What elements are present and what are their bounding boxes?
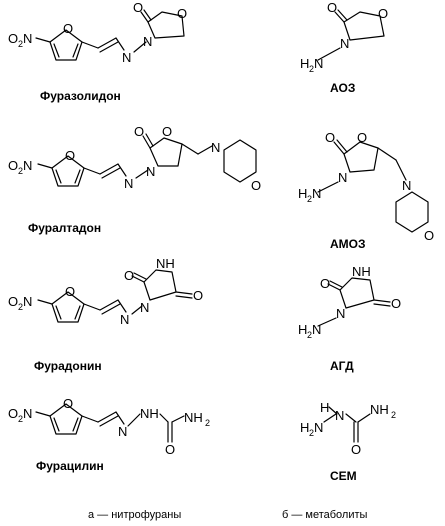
aoz-n: N (340, 36, 349, 51)
imine-n: N (120, 312, 129, 327)
o2n-sub: 2 (18, 414, 23, 424)
carbonyl-o: O (124, 268, 134, 283)
amoz-carbonyl-o: O (325, 130, 335, 145)
aoz-carbonyl-o: O (327, 0, 337, 15)
imine-n: N (122, 50, 131, 65)
o2n-sub: 2 (18, 166, 23, 176)
imine-n: N (124, 176, 133, 191)
sem-n-amino: N (314, 420, 323, 435)
amoz-morpholine-o: O (424, 228, 434, 243)
amoz-n-amino: N (312, 186, 321, 201)
agd-n-amino: N (312, 322, 321, 337)
furadonin-label: Фурадонин (34, 359, 102, 373)
sem-nh: NH (370, 402, 389, 417)
furadonin-structure: O 2 N O N N O NH O Фурадонин (8, 256, 203, 373)
aoz-structure: O O N H 2 N АОЗ (300, 0, 388, 95)
o2n-sub: 2 (18, 302, 23, 312)
amoz-structure: O O N H 2 N N O АМОЗ (298, 130, 434, 251)
sem-h2-sub: 2 (309, 428, 314, 438)
amoz-n: N (338, 170, 347, 185)
amoz-h2-sub: 2 (307, 194, 312, 204)
caption-metabolites: б — метаболиты (282, 509, 368, 521)
aoz-h: H (300, 56, 309, 71)
caption-nitrofurans: а — нитрофураны (88, 509, 181, 521)
amoz-morpholine-n: N (402, 178, 411, 193)
urea-nh2-sub: 2 (205, 418, 210, 428)
sem-nh2-sub: 2 (391, 410, 396, 420)
agd-label: АГД (330, 359, 354, 373)
o2n-o: O (8, 31, 18, 46)
furazolidone-label: Фуразолидон (40, 89, 121, 103)
furazolidone-structure: O 2 N O N N O O Фуразолидон (8, 0, 187, 103)
agd-structure: O NH O N H 2 N АГД (298, 264, 401, 373)
nitro-group: O 2 N (8, 31, 32, 49)
ring-o: O (162, 124, 172, 139)
o2n-n: N (23, 406, 32, 421)
furan-o: O (65, 148, 75, 163)
carbonyl-o: O (134, 124, 144, 139)
o2n-n: N (23, 31, 32, 46)
carbonyl-o: O (133, 0, 143, 15)
furan-o: O (65, 284, 75, 299)
amoz-h: H (298, 186, 307, 201)
o2n-sub: 2 (18, 39, 23, 49)
furacilin-structure: O 2 N O N NH O NH 2 Фурацилин (8, 396, 210, 473)
ring-n: N (140, 300, 149, 315)
urea-o: O (165, 442, 175, 457)
imide-nh: NH (156, 256, 175, 271)
ring-n: N (146, 164, 155, 179)
morpholine-o: O (251, 178, 261, 193)
agd-carbonyl-o: O (320, 276, 330, 291)
ketone-o: O (193, 288, 203, 303)
urea-nh: NH (184, 410, 203, 425)
furan-o: O (63, 396, 73, 411)
agd-ketone-o: O (391, 296, 401, 311)
sem-h2: H (300, 420, 309, 435)
sem-h: H (320, 400, 329, 415)
furan-o: O (63, 21, 73, 36)
agd-n: N (336, 306, 345, 321)
amoz-label: АМОЗ (330, 237, 366, 251)
furaltadone-structure: O 2 N O N N O O N O Фуралтадон (8, 124, 261, 235)
aoz-ring-o: O (378, 6, 388, 21)
o2n-o: O (8, 294, 18, 309)
sem-n: N (335, 408, 344, 423)
furaltadone-label: Фуралтадон (28, 221, 101, 235)
o2n-n: N (23, 158, 32, 173)
sem-o: O (351, 442, 361, 457)
imine-n: N (118, 424, 127, 439)
aoz-n-amino: N (314, 56, 323, 71)
furacilin-label: Фурацилин (36, 459, 104, 473)
o2n-n: N (23, 294, 32, 309)
ring-n: N (143, 34, 152, 49)
o2n-o: O (8, 406, 18, 421)
o2n-o: O (8, 158, 18, 173)
agd-h: H (298, 322, 307, 337)
aoz-label: АОЗ (330, 81, 355, 95)
ring-o: O (177, 6, 187, 21)
agd-nh: NH (352, 264, 371, 279)
amoz-ring-o: O (357, 130, 367, 145)
aoz-h2-sub: 2 (309, 64, 314, 74)
sem-label: СЕМ (330, 469, 357, 483)
hydrazine-nh: NH (140, 406, 159, 421)
sem-structure: H H 2 N N O NH 2 СЕМ (300, 400, 396, 483)
morpholine-n: N (211, 140, 220, 155)
agd-h2-sub: 2 (307, 330, 312, 340)
